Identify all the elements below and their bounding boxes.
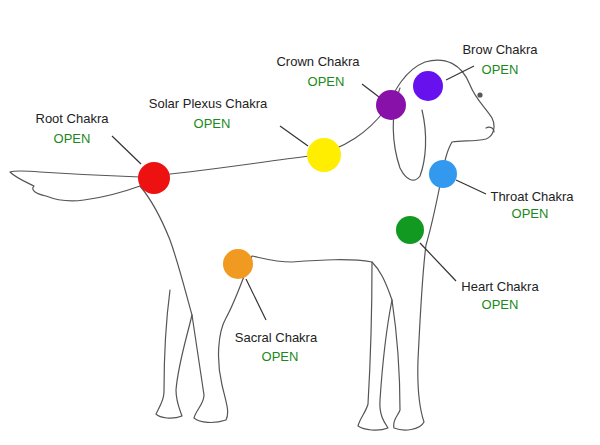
dog-far-hind-leg: [156, 290, 192, 418]
solar-plexus-chakra-dot: [307, 138, 341, 172]
brow-chakra-dot: [413, 71, 443, 101]
chakra-name: Brow Chakra: [460, 42, 539, 58]
leader-line: [420, 243, 456, 281]
status-label: OPEN: [480, 62, 521, 78]
status-label: OPEN: [52, 131, 93, 147]
leader-line: [446, 66, 474, 80]
throat-chakra-dot: [429, 160, 457, 188]
heart-chakra-dot: [396, 216, 424, 244]
chakra-name: Sacral Chakra: [233, 330, 319, 346]
chakra-name: Solar Plexus Chakra: [147, 96, 270, 112]
chakra-name: Root Chakra: [34, 111, 111, 127]
status-label: OPEN: [480, 297, 521, 313]
leader-line: [362, 84, 379, 97]
dog-nose: [486, 127, 494, 132]
leader-line: [456, 180, 486, 194]
dog-tail: [10, 171, 140, 201]
crown-chakra-dot: [376, 90, 406, 120]
sacral-chakra-dot: [223, 249, 253, 279]
status-label: OPEN: [192, 116, 233, 132]
status-label: OPEN: [306, 74, 347, 90]
status-label: OPEN: [260, 349, 301, 365]
leader-line: [246, 279, 266, 320]
root-chakra-dot: [138, 162, 170, 194]
status-label: OPEN: [510, 206, 551, 222]
dog-far-front-leg: [358, 262, 392, 430]
leader-line: [280, 126, 308, 146]
chakra-name: Crown Chakra: [274, 54, 361, 70]
chakra-name: Throat Chakra: [488, 189, 575, 205]
dog-body-outline: [140, 60, 494, 430]
leader-line: [112, 136, 141, 164]
chakra-name: Heart Chakra: [459, 279, 540, 295]
dog-eye: [478, 93, 482, 97]
